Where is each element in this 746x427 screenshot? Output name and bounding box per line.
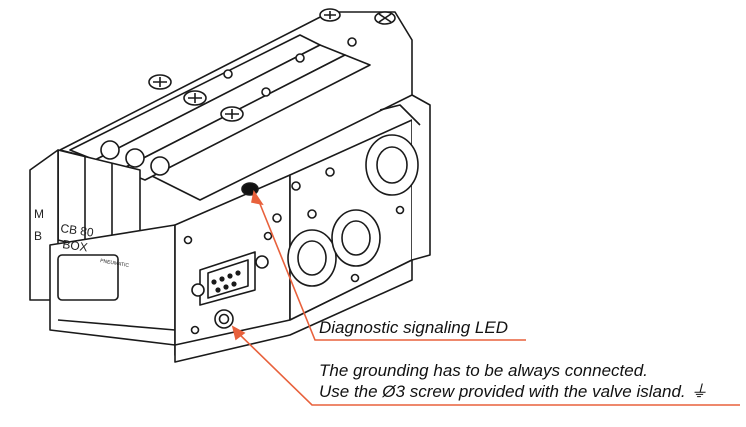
ground-callout-line1: The grounding has to be always connected… — [319, 361, 648, 380]
port-fitting — [331, 209, 381, 267]
ground-screw-icon — [214, 309, 234, 329]
port-fitting — [365, 134, 419, 196]
ground-leader-line — [231, 325, 740, 406]
screw-icon — [319, 8, 341, 22]
port-fitting — [287, 229, 337, 287]
led-leader-line — [251, 189, 526, 341]
screw-icon — [374, 11, 396, 25]
sub-d-connector-icon — [191, 251, 269, 306]
ground-callout-line2: Use the Ø3 screw provided with the valve… — [319, 382, 708, 401]
screw-icon — [220, 106, 244, 122]
brand-label: PNEUMATIC — [100, 258, 130, 269]
side-letter-m: M — [34, 207, 44, 221]
screw-icon — [148, 74, 172, 90]
side-letter-b: B — [34, 229, 43, 243]
led-callout-label: Diagnostic signaling LED — [319, 318, 508, 337]
screw-icon — [183, 90, 207, 106]
model-label: CB 80 — [60, 221, 95, 240]
box-label: BOX — [62, 237, 89, 254]
